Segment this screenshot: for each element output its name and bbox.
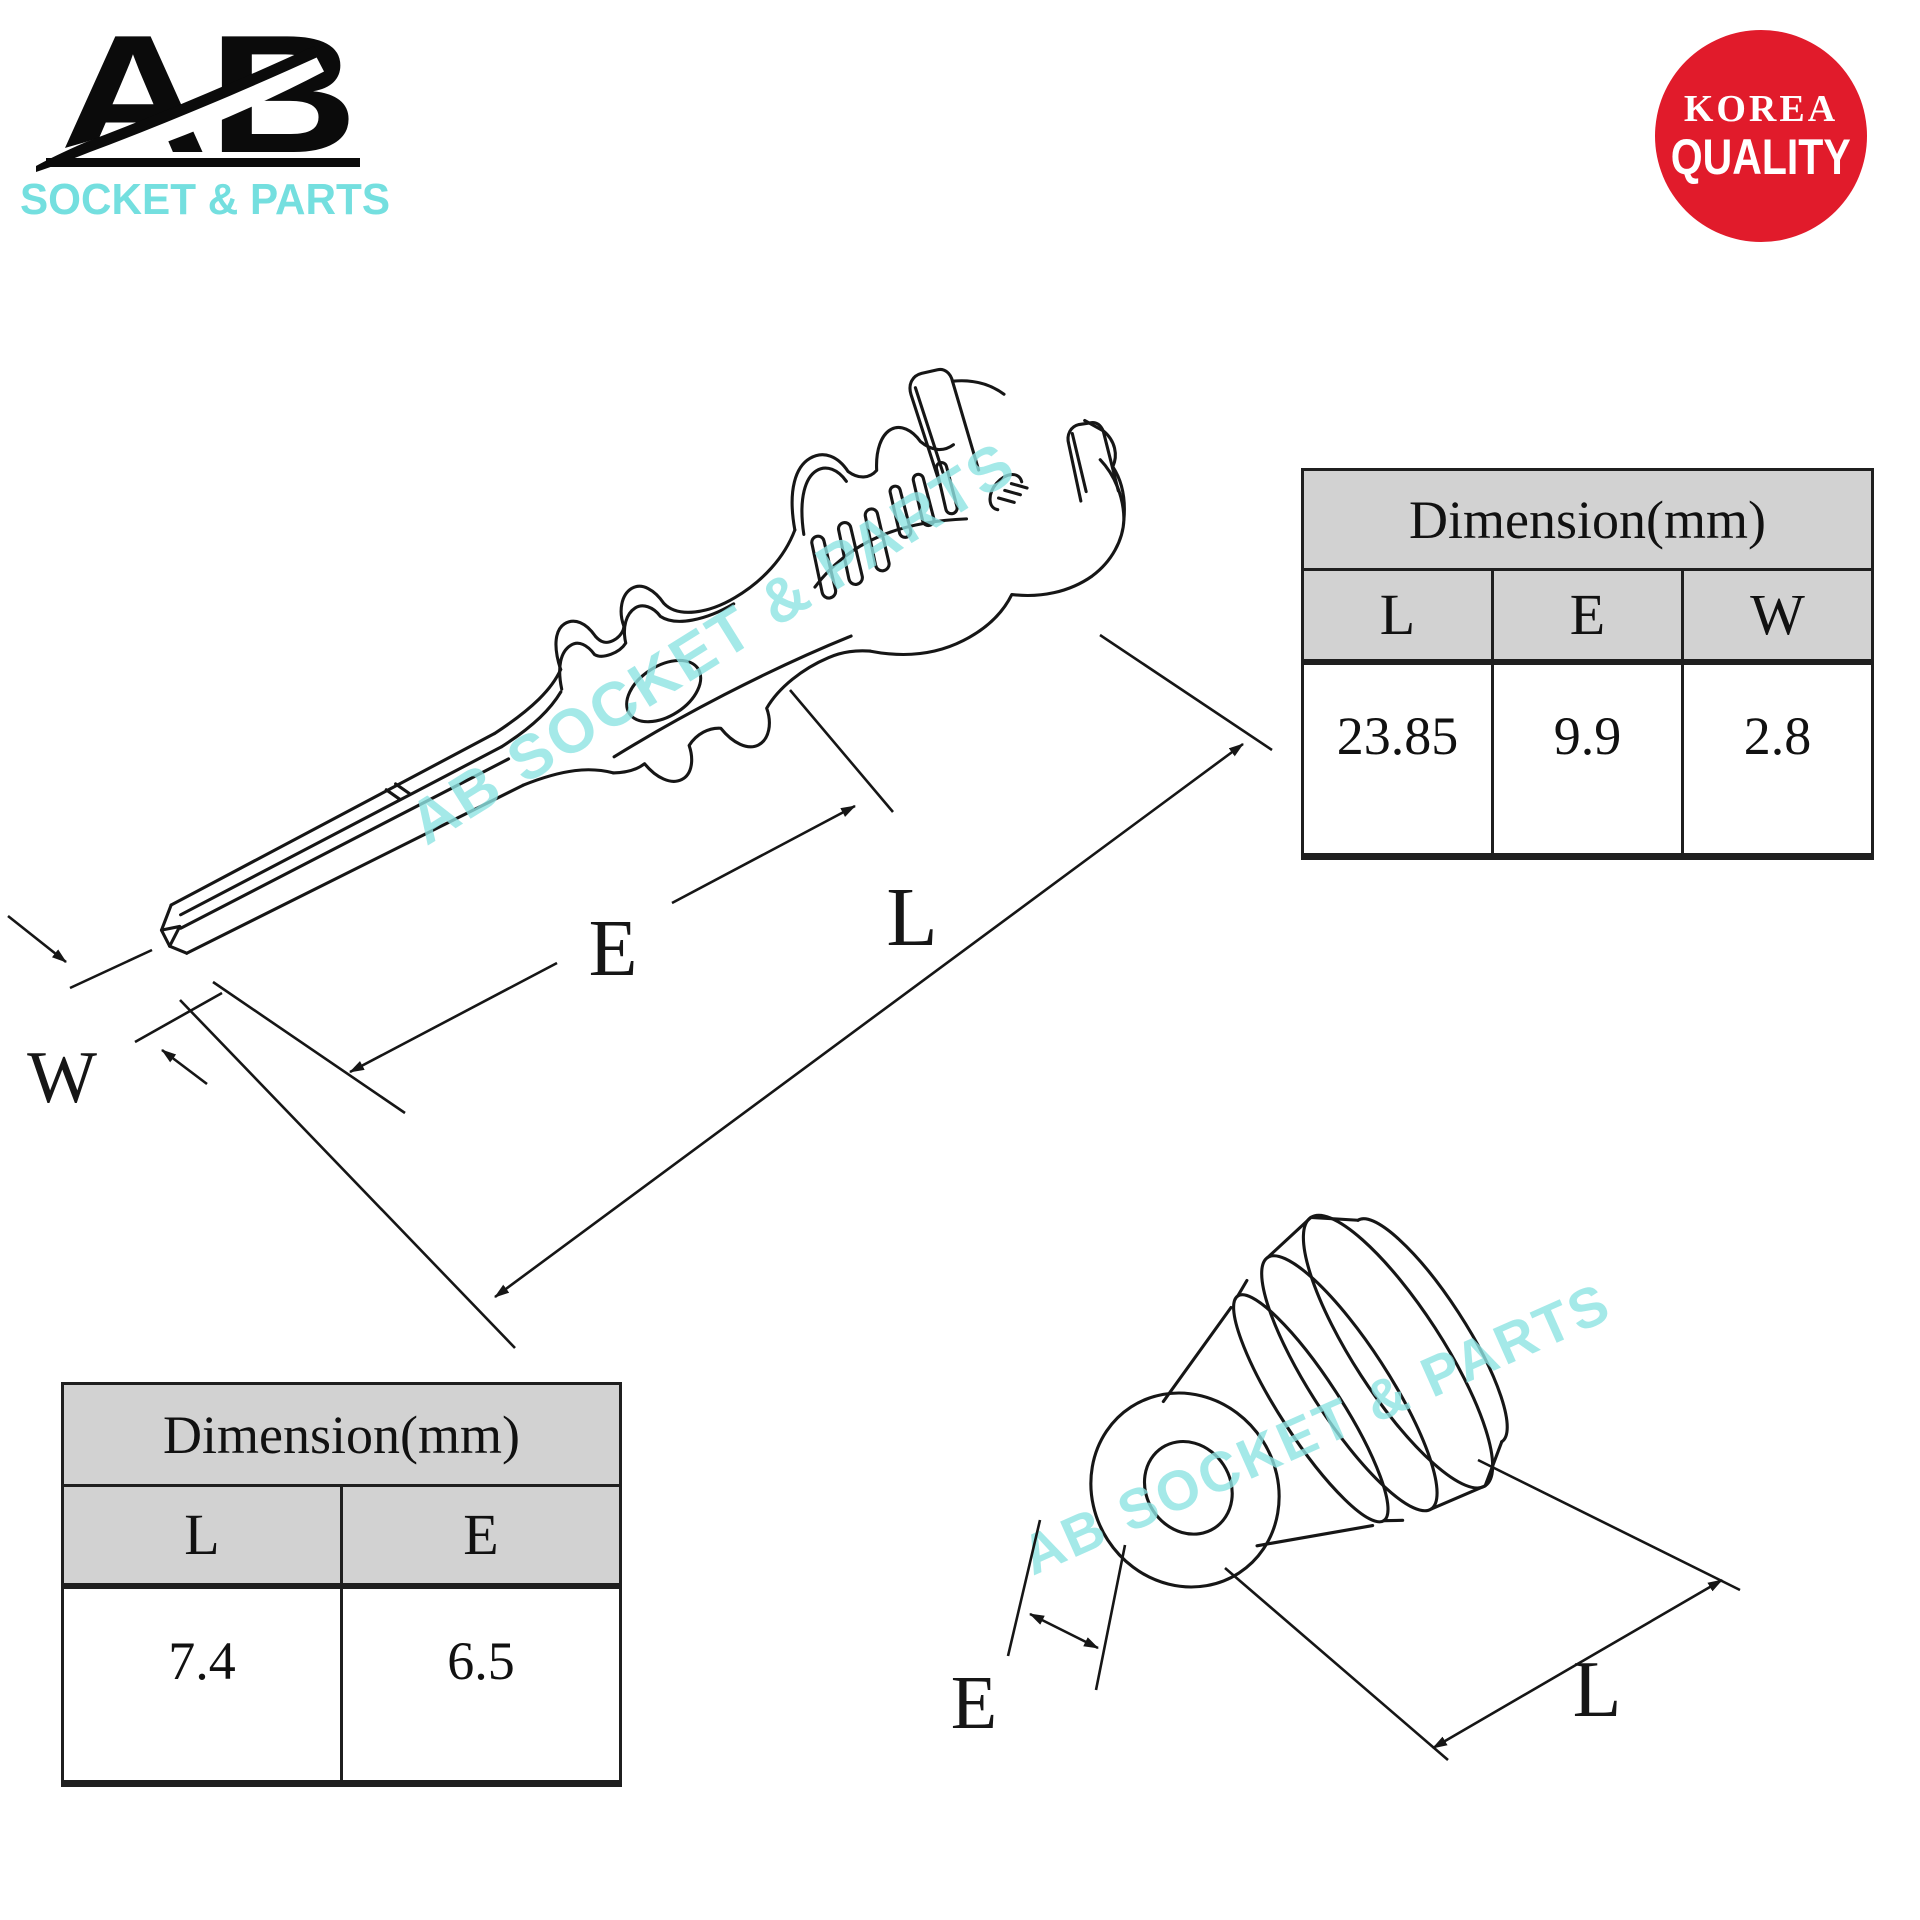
terminal-blade-edge xyxy=(185,783,525,955)
dimension-line-E xyxy=(671,804,856,905)
logo-swoosh xyxy=(36,46,320,172)
column-header-L: L xyxy=(1301,568,1494,665)
terminal-drawing xyxy=(159,367,1126,955)
seal-cone-top xyxy=(1161,1305,1233,1404)
terminal-serration-slots-far xyxy=(888,461,959,539)
terminal-end-inner xyxy=(1098,458,1126,522)
column-header-W: W xyxy=(1681,568,1874,665)
dimension-line-L xyxy=(1432,1578,1723,1750)
dimension-line-L xyxy=(494,742,1244,1299)
logo-underline xyxy=(46,158,360,167)
extension-line xyxy=(1006,1519,1042,1657)
svg-text:AB SOCKET & PARTS: AB SOCKET & PARTS xyxy=(397,428,1028,858)
seal-dimensions-annotations xyxy=(1006,1458,1741,1761)
badge-line2: QUALITY xyxy=(1671,129,1851,185)
extension-line xyxy=(1099,633,1273,752)
terminal-blade-tip xyxy=(159,903,189,955)
terminal-dim-label-E: E xyxy=(589,905,638,993)
table-row: 7.4 6.5 xyxy=(61,1584,622,1787)
terminal-blade-tip-facets xyxy=(159,924,182,948)
extension-line-W xyxy=(69,948,153,990)
table-title: Dimension(mm) xyxy=(61,1382,622,1487)
terminal-dim-label-L: L xyxy=(886,871,937,964)
terminal-insulation-wing-left xyxy=(908,367,981,487)
column-header-L: L xyxy=(61,1484,343,1589)
column-header-E: E xyxy=(340,1484,622,1589)
table-title: Dimension(mm) xyxy=(1301,468,1874,571)
seal-cone-bottom xyxy=(1255,1523,1375,1548)
seal-drawing xyxy=(1089,1213,1509,1589)
brand-logo: AB SOCKET & PARTS xyxy=(20,0,390,224)
terminal-insulation-wing-left-inner xyxy=(913,386,945,475)
seal-front-face xyxy=(1089,1391,1281,1589)
terminal-rear-far-edge xyxy=(950,379,1006,396)
extension-line xyxy=(179,999,516,1349)
terminal-rolled-tab xyxy=(988,472,1024,512)
terminal-dimension-table: Dimension(mm) L E W 23.85 9.9 2.8 xyxy=(1301,468,1874,860)
terminal-transition xyxy=(499,690,563,749)
seal-back-connectors xyxy=(1309,1215,1504,1488)
terminal-body-bottom-inner xyxy=(612,634,853,759)
dimension-arrow-W xyxy=(7,914,67,964)
seal-back-cap xyxy=(1356,1217,1509,1444)
seal-watermark: AB SOCKET & PARTS xyxy=(1012,1270,1620,1587)
terminal-rolled-tab-hatch xyxy=(996,482,1029,504)
seal-dim-label-E: E xyxy=(951,1661,997,1745)
dimension-line-E xyxy=(1029,1612,1099,1650)
terminal-serration-slots-near xyxy=(810,507,891,600)
value-L: 7.4 xyxy=(61,1584,343,1787)
terminal-blade-edge xyxy=(179,745,503,917)
terminal-blade-edge xyxy=(179,757,511,930)
seal-dimension-table: Dimension(mm) L E 7.4 6.5 xyxy=(61,1382,622,1787)
terminal-watermark: AB SOCKET & PARTS xyxy=(397,428,1028,858)
seal-rib-connectors xyxy=(1266,1215,1487,1511)
terminal-wire-crimp-inner xyxy=(800,466,848,536)
terminal-transition xyxy=(492,667,563,736)
dimension-arrow-W xyxy=(161,1048,208,1086)
seal-front-hole xyxy=(1142,1439,1234,1536)
extension-line xyxy=(212,980,406,1115)
terminal-wire-crimp-top xyxy=(790,425,955,532)
terminal-body-top-profile xyxy=(554,528,797,672)
table-row: 23.85 9.9 2.8 xyxy=(1301,660,1874,860)
value-E: 6.5 xyxy=(340,1584,622,1787)
value-E: 9.9 xyxy=(1491,660,1684,860)
seal-step xyxy=(1236,1278,1405,1523)
brand-logo-subtitle: SOCKET & PARTS xyxy=(20,175,390,224)
extension-line xyxy=(1477,1458,1741,1592)
terminal-insulation-wing-right-inner xyxy=(1070,431,1088,494)
extension-line-W xyxy=(134,991,223,1044)
extension-line xyxy=(1094,1544,1127,1691)
badge-line1: KOREA xyxy=(1683,88,1839,130)
terminal-lance-hole xyxy=(625,658,703,724)
terminal-body-inner-profile xyxy=(558,602,736,691)
terminal-end-face xyxy=(1083,418,1117,469)
terminal-dimensions-annotations xyxy=(7,633,1273,1349)
value-L: 23.85 xyxy=(1301,660,1494,860)
terminal-blade-cut-mark xyxy=(384,782,412,802)
korea-quality-badge: KOREA QUALITY xyxy=(1655,30,1867,242)
column-header-E: E xyxy=(1491,568,1684,665)
terminal-blade-edge xyxy=(169,731,497,907)
dimension-line-E xyxy=(349,961,558,1074)
extension-line xyxy=(1224,1567,1449,1761)
svg-text:AB SOCKET & PARTS: AB SOCKET & PARTS xyxy=(1012,1270,1620,1587)
seal-dim-label-L: L xyxy=(1573,1646,1622,1734)
terminal-dim-label-W: W xyxy=(27,1037,97,1119)
terminal-insulation-wing-right xyxy=(1066,421,1120,503)
extension-line xyxy=(789,689,894,813)
value-W: 2.8 xyxy=(1681,660,1874,860)
